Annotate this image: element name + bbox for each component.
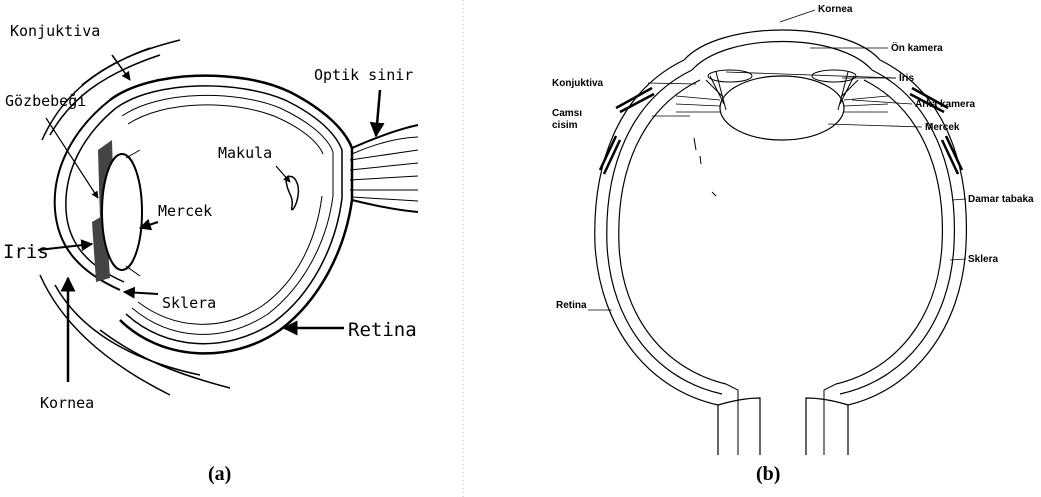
leaders-b xyxy=(588,10,966,310)
label-a-kornea: Kornea xyxy=(40,394,94,412)
label-a-sklera: Sklera xyxy=(162,294,216,312)
label-b-mercek: Mercek xyxy=(925,122,960,133)
label-b-sklera: Sklera xyxy=(968,254,998,265)
diagram-a: Konjuktiva Gözbebeği Iris Kornea Optik s… xyxy=(3,22,418,485)
label-b-damar-tabaka: Damar tabaka xyxy=(968,194,1034,205)
label-b-on-kamera: Ön kamera xyxy=(891,41,943,54)
label-a-optik-sinir: Optik sinir xyxy=(314,66,413,84)
label-b-iris: İris xyxy=(899,71,914,84)
label-a-gozbebegi: Gözbebeği xyxy=(5,92,86,110)
eyeball-a xyxy=(110,76,352,354)
lens-iris-a xyxy=(92,140,142,282)
label-a-makula: Makula xyxy=(218,144,272,162)
diagram-b: Kornea Ön kamera İris Konjuktiva Arka ka… xyxy=(552,4,1034,485)
vitreous-marks-b xyxy=(694,138,716,196)
label-a-iris: Iris xyxy=(3,241,49,263)
label-b-kornea: Kornea xyxy=(818,4,853,15)
label-b-camsi: Camsı xyxy=(552,108,582,119)
label-b-cisim: cisim xyxy=(552,120,578,131)
cornea-b xyxy=(684,30,880,70)
label-a-mercek: Mercek xyxy=(158,202,212,220)
caption-a: (a) xyxy=(208,463,231,485)
label-b-retina: Retina xyxy=(556,300,587,311)
label-b-konjuktiva: Konjuktiva xyxy=(552,78,604,89)
lens-iris-b xyxy=(676,70,888,140)
label-b-arka-kamera: Arka kamera xyxy=(915,99,975,110)
optic-nerve-a xyxy=(350,125,418,212)
macula-mark-a xyxy=(286,176,298,209)
caption-b: (b) xyxy=(756,463,780,485)
label-a-konjuktiva: Konjuktiva xyxy=(10,22,100,40)
label-a-retina: Retina xyxy=(348,319,417,341)
